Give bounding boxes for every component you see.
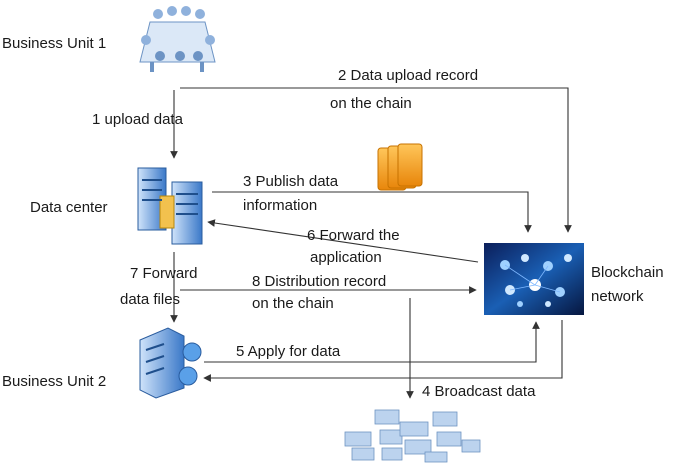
arrow-publish-data — [212, 191, 532, 233]
business-unit-1-label: Business Unit 1 — [2, 35, 106, 52]
step-1-label: 1 upload data — [92, 111, 184, 128]
step-8-label-line2: on the chain — [252, 295, 334, 312]
step-6-label-line1: 6 Forward the — [307, 227, 400, 244]
meeting-icon — [139, 6, 216, 72]
building-icon — [139, 327, 202, 399]
blockchain-label: Blockchain — [591, 264, 664, 281]
documents-icon — [344, 409, 481, 463]
arrow-upload-record — [180, 87, 572, 233]
step-8-label-line1: 8 Distribution record — [252, 273, 386, 290]
network-label: network — [591, 288, 644, 305]
step-6-label-line2: application — [310, 249, 382, 266]
arrow-forward-application — [207, 219, 479, 263]
business-unit-2-label: Business Unit 2 — [2, 373, 106, 390]
folder-icon — [377, 143, 423, 191]
step-7-label-line2: data files — [120, 291, 180, 308]
step-4-label: 4 Broadcast data — [422, 383, 536, 400]
network-icon — [484, 243, 584, 315]
step-7-label-line1: 7 Forward — [130, 265, 198, 282]
step-3-label-line2: information — [243, 197, 317, 214]
step-2-label-line1: 2 Data upload record — [338, 67, 478, 84]
step-5-label: 5 Apply for data — [236, 343, 341, 360]
step-2-label-line2: on the chain — [330, 95, 412, 112]
arrow-apply-data — [204, 321, 540, 363]
step-3-label-line1: 3 Publish data — [243, 173, 339, 190]
connectors — [170, 87, 572, 399]
arrow-to-business-unit-2 — [203, 320, 563, 382]
data-center-label: Data center — [30, 199, 108, 216]
server-icon — [137, 167, 203, 245]
